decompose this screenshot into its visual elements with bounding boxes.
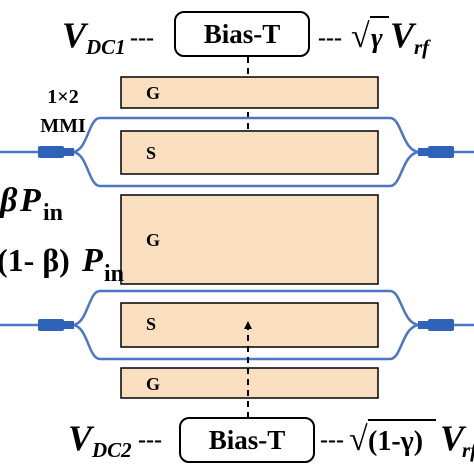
ground-electrode-middle	[120, 194, 379, 285]
mmi-label-line2: MMI	[40, 115, 86, 137]
beta-p-subscript: in	[43, 200, 63, 226]
electrode-label-g-middle: G	[146, 230, 160, 250]
bottom-bias-t-label: Bias-T	[209, 425, 286, 455]
ground-electrode-top	[120, 76, 379, 109]
top-vdc-subscript: DC1	[85, 35, 126, 59]
top-gamma: γ	[371, 23, 383, 54]
signal-electrode-bottom	[120, 302, 379, 348]
top-vdc-symbol: V	[62, 15, 89, 55]
bottom-vrf-subscript: rf	[462, 438, 474, 462]
electrode-label-g-bottom: G	[146, 374, 160, 394]
electrode-group	[120, 76, 379, 399]
lower-right-mmi-icon	[428, 319, 454, 331]
bottom-left-dashes: ---	[138, 427, 162, 453]
lower-mmi-blocks	[38, 319, 454, 331]
bottom-bias-line: V DC2 --- --- √ (1-γ) V rf	[68, 418, 474, 462]
bottom-one-minus-gamma: (1-γ)	[368, 426, 423, 457]
bottom-right-dashes: ---	[320, 427, 344, 453]
top-right-dashes: ---	[318, 25, 342, 51]
upper-right-mmi-icon	[428, 146, 454, 158]
mmi-label-line1: 1×2	[47, 86, 78, 108]
one-minus-beta-p-subscript: in	[104, 261, 124, 287]
signal-electrode-top	[120, 130, 379, 175]
top-bias-line: V DC1 --- --- √ γ V rf	[62, 15, 431, 59]
electrode-label-s-bottom: S	[146, 314, 156, 334]
mmi-label: 1×2 MMI	[40, 86, 86, 137]
top-sqrt-icon: √	[351, 18, 370, 55]
beta-symbol: β	[0, 182, 18, 219]
bottom-vdc-symbol: V	[68, 418, 95, 458]
lower-left-mmi-icon	[38, 319, 64, 331]
ground-electrode-bottom	[120, 367, 379, 399]
beta-pin-label: β P in	[0, 182, 63, 226]
upper-left-mmi-icon	[38, 146, 64, 158]
one-minus-beta-p-symbol: P	[81, 242, 103, 279]
bottom-vrf-symbol: V	[440, 418, 467, 458]
top-vrf-symbol: V	[390, 15, 417, 55]
one-minus-beta-pin-label: (1- β) P in	[0, 242, 124, 287]
top-left-dashes: ---	[130, 25, 154, 51]
top-bias-t-label: Bias-T	[204, 19, 281, 49]
lower-mzm-waveguide	[0, 289, 474, 361]
bottom-sqrt-icon: √	[349, 421, 368, 458]
upper-mmi-blocks	[38, 146, 454, 158]
beta-p-symbol: P	[19, 182, 41, 219]
top-vrf-subscript: rf	[414, 35, 431, 59]
one-minus-beta: (1- β)	[0, 242, 70, 278]
top-bias-t-box	[174, 11, 310, 57]
electrode-label-s-top: S	[146, 143, 156, 163]
bottom-vdc-subscript: DC2	[91, 438, 132, 462]
electrode-label-g-top: G	[146, 83, 160, 103]
bottom-bias-t-box	[179, 417, 315, 463]
upper-mzm-waveguide	[0, 116, 474, 188]
